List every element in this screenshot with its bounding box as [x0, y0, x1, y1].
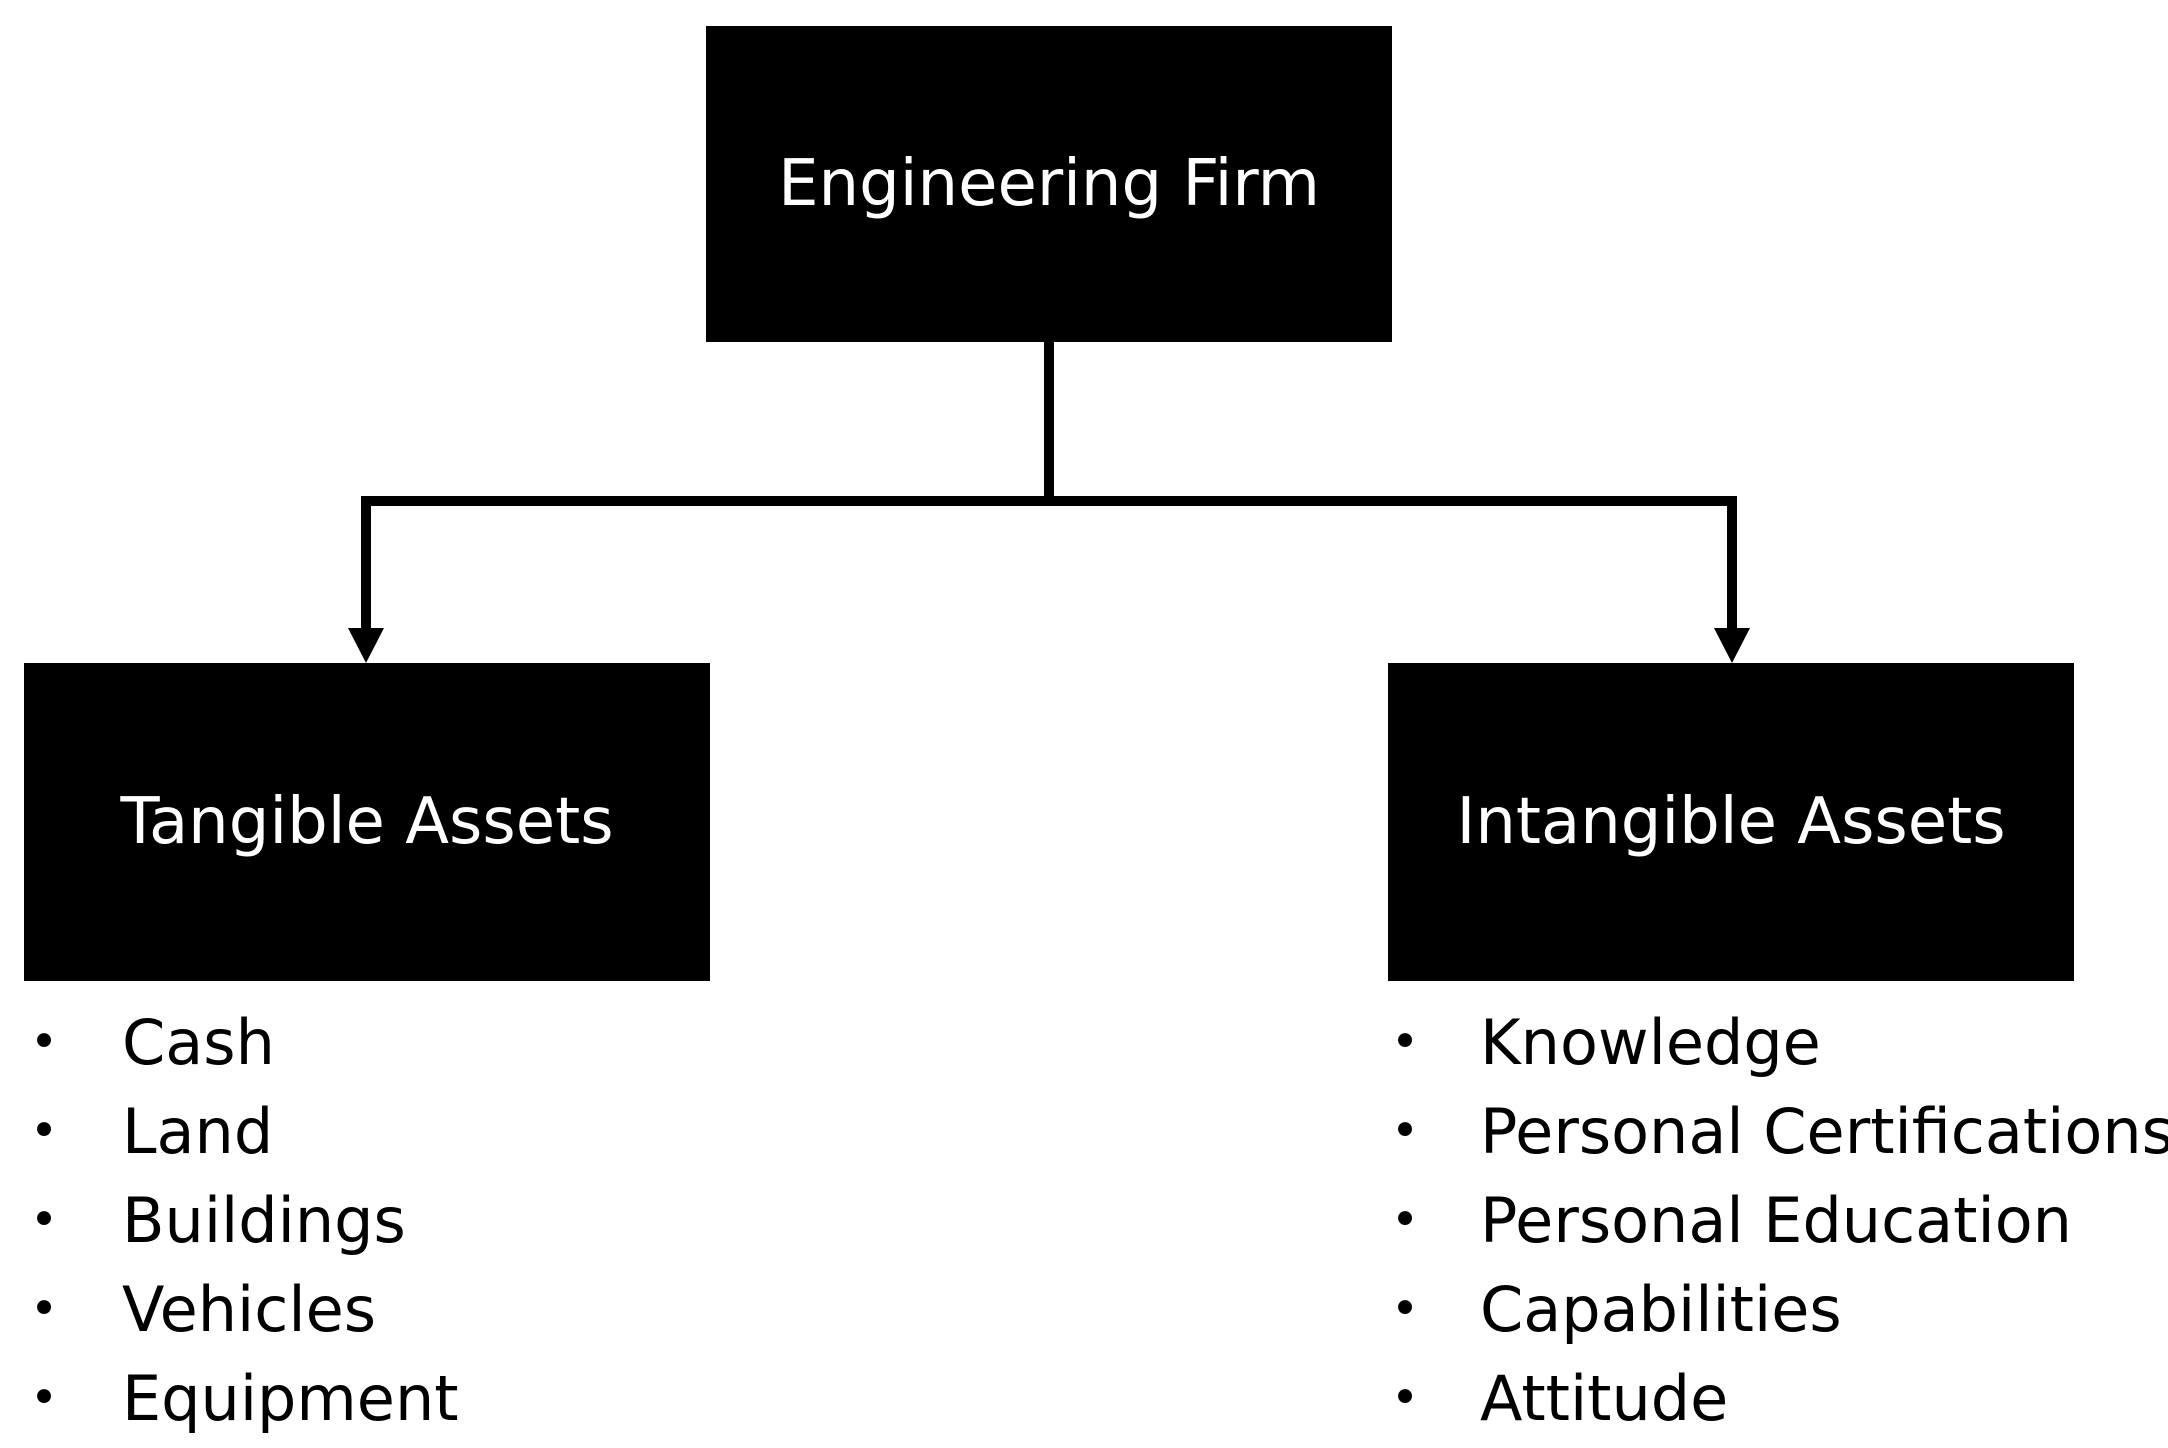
list-item-label: Land	[122, 1095, 274, 1168]
intangible-assets-label: Intangible Assets	[1456, 785, 2006, 859]
list-item-label: Buildings	[122, 1184, 406, 1257]
arrowhead-left-icon	[348, 628, 384, 663]
bullet-icon: •	[1390, 1281, 1420, 1337]
list-item-label: Personal Certifications	[1480, 1095, 2168, 1168]
bullet-icon: •	[1390, 1370, 1420, 1426]
list-item-label: Attitude	[1480, 1362, 1729, 1435]
bullet-icon: •	[1390, 1014, 1420, 1070]
tangible-assets-label: Tangible Assets	[120, 785, 614, 859]
intangible-assets-node: Intangible Assets	[1388, 663, 2074, 981]
bullet-icon: •	[29, 1192, 59, 1248]
bullet-icon: •	[29, 1014, 59, 1070]
engineering-firm-node: Engineering Firm	[706, 26, 1392, 342]
list-item-label: Equipment	[122, 1362, 459, 1435]
tangible-assets-node: Tangible Assets	[24, 663, 710, 981]
engineering-firm-label: Engineering Firm	[778, 147, 1320, 221]
bullet-icon: •	[29, 1103, 59, 1159]
bullet-icon: •	[29, 1281, 59, 1337]
list-item-label: Knowledge	[1480, 1006, 1821, 1079]
bullet-icon: •	[29, 1370, 59, 1426]
list-item-label: Vehicles	[122, 1273, 377, 1346]
bullet-icon: •	[1390, 1103, 1420, 1159]
arrowhead-right-icon	[1714, 628, 1750, 663]
list-item-label: Cash	[122, 1006, 275, 1079]
list-item-label: Personal Education	[1480, 1184, 2072, 1257]
list-item-label: Capabilities	[1480, 1273, 1842, 1346]
bullet-icon: •	[1390, 1192, 1420, 1248]
